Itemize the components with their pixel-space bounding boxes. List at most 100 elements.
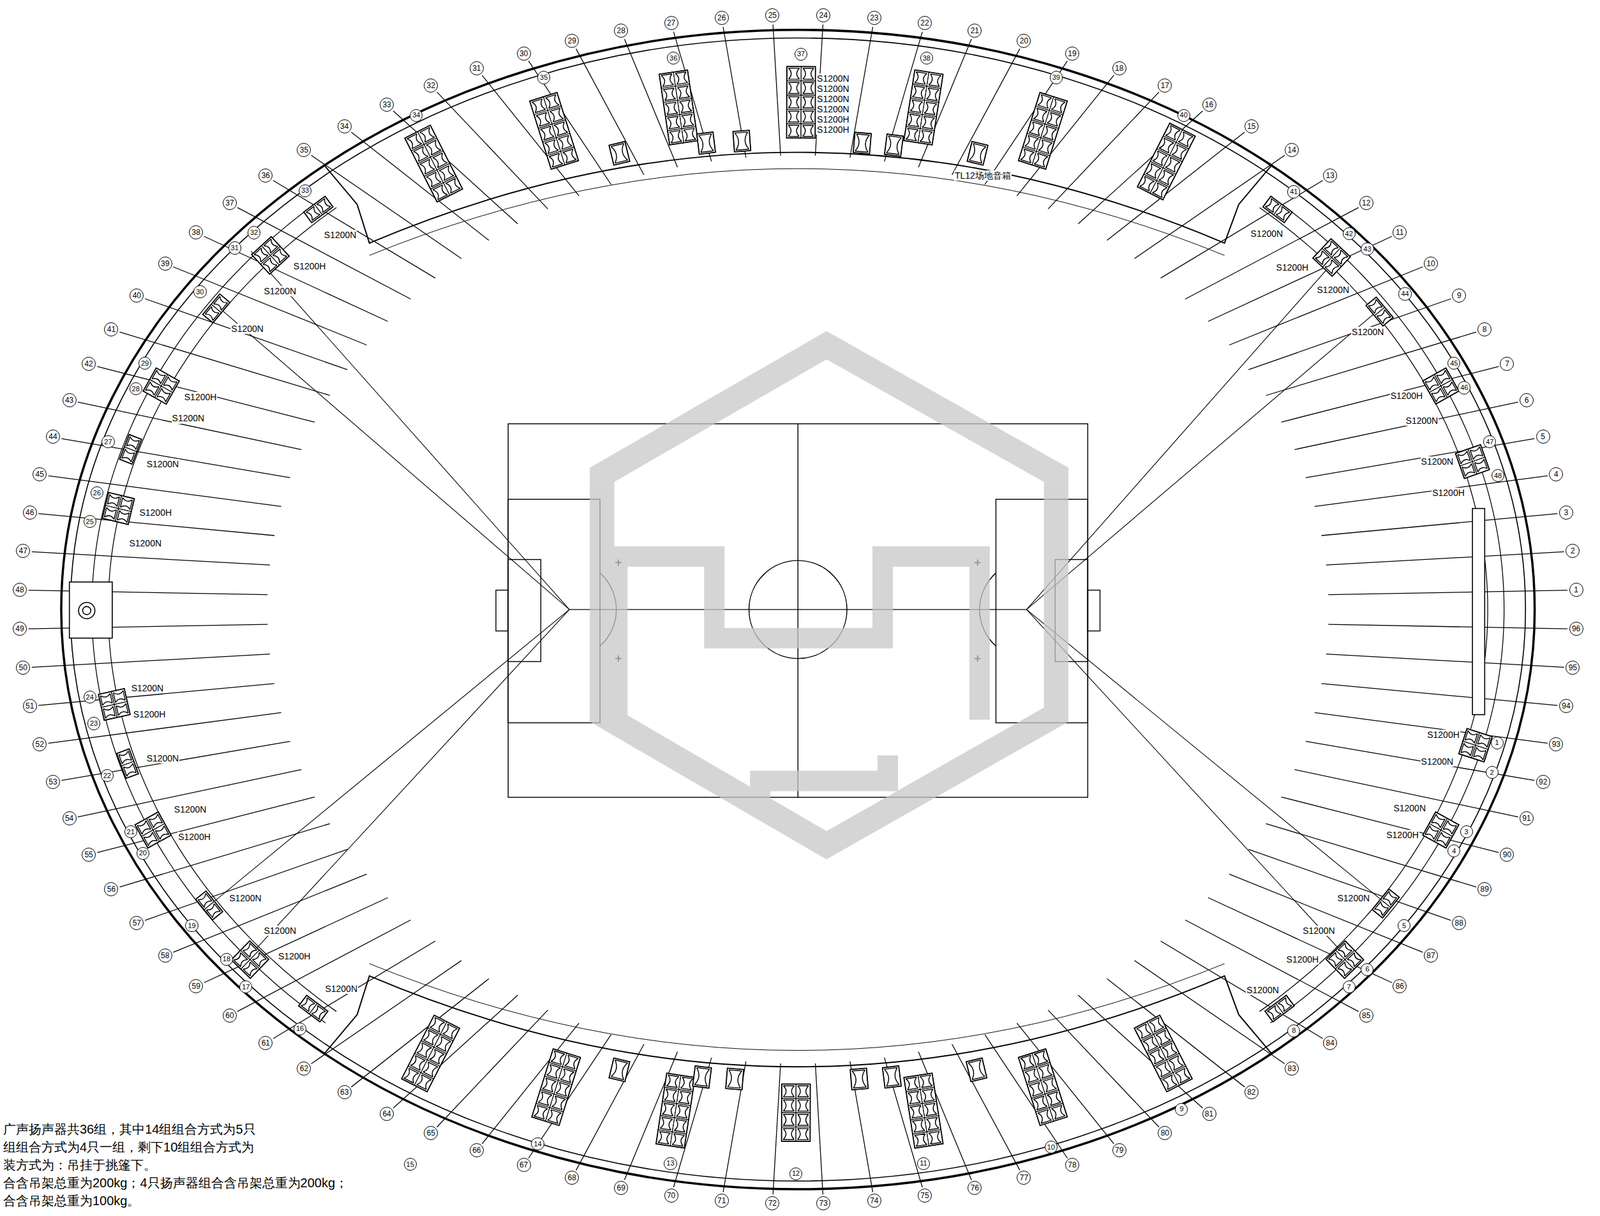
number-text: 44 bbox=[1400, 290, 1409, 298]
speaker-symbol bbox=[197, 892, 212, 907]
axis-number: 79 bbox=[1112, 1143, 1127, 1158]
speaker-cell bbox=[663, 100, 680, 117]
speaker-frame bbox=[529, 92, 579, 170]
speaker-group bbox=[608, 1057, 630, 1082]
speaker-cell bbox=[270, 246, 290, 265]
axis-line bbox=[273, 940, 436, 1039]
axis-number: 17 bbox=[1157, 78, 1172, 93]
number-text: 22 bbox=[103, 772, 112, 780]
speaker-symbol bbox=[430, 1017, 445, 1032]
axis-number: 23 bbox=[867, 10, 882, 25]
speaker-symbol bbox=[1275, 206, 1290, 221]
speaker-symbol bbox=[884, 1067, 900, 1087]
speaker-symbol bbox=[1324, 241, 1339, 256]
speaker-frame bbox=[401, 1014, 460, 1092]
speaker-group bbox=[251, 236, 290, 275]
speaker-symbol bbox=[1029, 1082, 1044, 1097]
speaker-cell bbox=[195, 890, 215, 910]
speaker-group-number: 30 bbox=[193, 285, 207, 299]
speaker-cell bbox=[202, 304, 222, 323]
roof-ring bbox=[1259, 207, 1489, 1011]
speaker-frame bbox=[659, 70, 699, 145]
number-text: 11 bbox=[919, 1159, 927, 1167]
speaker-symbol bbox=[1315, 250, 1330, 265]
number-text: 10 bbox=[1047, 1143, 1055, 1151]
speaker-cell bbox=[1036, 137, 1055, 156]
speaker-cell bbox=[552, 119, 570, 138]
speaker-group bbox=[142, 367, 180, 404]
speaker-symbol bbox=[924, 102, 937, 115]
number-text: 29 bbox=[141, 359, 149, 367]
speaker-cell bbox=[781, 1112, 796, 1127]
speaker-symbol bbox=[667, 116, 681, 129]
axis-line bbox=[1314, 475, 1548, 507]
speaker-frame bbox=[1137, 123, 1196, 200]
speaker-cell bbox=[922, 1100, 939, 1118]
axis-number: 86 bbox=[1392, 979, 1407, 994]
number-text: 8 bbox=[1291, 1026, 1296, 1034]
number-text: 19 bbox=[1067, 49, 1077, 58]
speaker-cell bbox=[536, 1089, 554, 1108]
number-text: 36 bbox=[261, 171, 270, 180]
speaker-model: S1200H bbox=[1390, 390, 1424, 401]
axis-number: 13 bbox=[1323, 168, 1338, 183]
speaker-cell bbox=[908, 1103, 925, 1121]
speaker-model: S1200N bbox=[1351, 326, 1385, 337]
speaker-cell bbox=[1023, 133, 1041, 152]
speaker-model: S1200N bbox=[1405, 415, 1440, 426]
speaker-symbol bbox=[852, 1069, 867, 1088]
number-text: 47 bbox=[1485, 438, 1494, 446]
note-text: 装方式为：吊挂于挑篷下。 bbox=[2, 1157, 158, 1173]
speaker-frame bbox=[1455, 444, 1490, 479]
number-text: 73 bbox=[819, 1199, 828, 1207]
speaker-group-number: 8 bbox=[1287, 1024, 1301, 1038]
speaker-group-number: 45 bbox=[1447, 356, 1461, 370]
speaker-cell bbox=[1018, 146, 1037, 165]
speaker-symbol bbox=[1333, 250, 1348, 265]
speaker-cell bbox=[204, 901, 223, 920]
speaker-cell bbox=[556, 133, 575, 152]
number-text: 55 bbox=[84, 850, 93, 859]
speaker-cell bbox=[920, 1086, 937, 1104]
speaker-symbol bbox=[1024, 1068, 1040, 1083]
speaker-frame bbox=[853, 132, 872, 154]
speaker-cell bbox=[1040, 1076, 1059, 1094]
aiming-line bbox=[248, 609, 570, 958]
number-text: 57 bbox=[132, 919, 142, 927]
speaker-symbol bbox=[262, 257, 277, 272]
speaker-cell bbox=[1134, 1021, 1154, 1041]
axis-line bbox=[984, 60, 1068, 185]
speaker-group bbox=[1365, 296, 1394, 326]
speaker-model: S1200N bbox=[1301, 925, 1336, 936]
number-text: 92 bbox=[1538, 777, 1548, 786]
number-text: 63 bbox=[340, 1088, 349, 1096]
axis-number: 7 bbox=[1499, 356, 1514, 371]
axis-line bbox=[1160, 940, 1324, 1039]
speaker-cell bbox=[1044, 1089, 1063, 1108]
speaker-cell bbox=[786, 95, 801, 110]
number-text: 62 bbox=[299, 1064, 309, 1073]
speaker-symbol bbox=[664, 1088, 678, 1102]
axis-line bbox=[1185, 207, 1359, 299]
speaker-cell bbox=[910, 84, 928, 101]
speaker-group-number: 24 bbox=[83, 690, 97, 704]
speaker-group bbox=[231, 940, 269, 979]
speaker-symbol bbox=[1324, 259, 1339, 274]
speaker-model: S1200H bbox=[1431, 487, 1466, 498]
number-text: 83 bbox=[1287, 1064, 1297, 1073]
speaker-cell bbox=[553, 1079, 572, 1098]
speaker-model: S1200N bbox=[1316, 284, 1351, 295]
speaker-group bbox=[1263, 195, 1293, 223]
axis-number: 68 bbox=[564, 1170, 579, 1185]
speaker-model: S1200H bbox=[1385, 829, 1420, 840]
speaker-symbol bbox=[1374, 901, 1389, 916]
number-text: 9 bbox=[1457, 291, 1462, 300]
axis-number: 22 bbox=[917, 15, 932, 30]
speaker-frame bbox=[404, 125, 463, 202]
speaker-group bbox=[656, 1072, 696, 1148]
speaker-symbol bbox=[783, 1085, 794, 1097]
axis-number: 75 bbox=[917, 1188, 932, 1203]
speaker-cell bbox=[118, 495, 135, 512]
